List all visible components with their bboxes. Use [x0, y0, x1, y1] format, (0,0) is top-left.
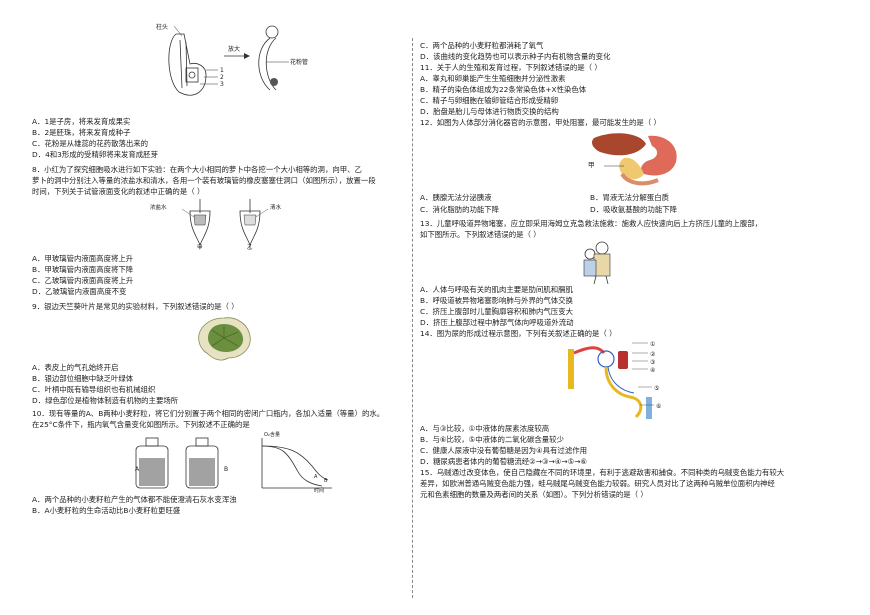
q7-option-d: D．4和3形成的受精卵将来发育成胚芽: [32, 150, 158, 159]
label-enlarge: 放大: [228, 46, 241, 53]
jar-b-label: B: [224, 466, 229, 473]
q10-stem-line1: 10．现有等量的A、B两种小麦籽粒，将它们分别置于两个相同的密闭广口瓶内，各加入…: [32, 409, 385, 418]
q9-option-c: C．叶柄中既有输导组织也有机械组织: [32, 385, 156, 394]
q11-option-a: A．睾丸和卵巢能产生生殖细胞并分泌性激素: [420, 74, 566, 83]
q15-stem-line3: 元和色素细胞的数量及两者间的关系（如图）。下列分析错误的是（ ）: [420, 490, 648, 499]
right-column: C．两个品种的小麦籽粒都消耗了氧气 D．该曲线的变化趋势也可以表示种子内有机物含…: [420, 40, 815, 500]
heimlich-illustration: [583, 241, 611, 284]
curve-a-label: A: [314, 474, 318, 480]
label-jia: 甲: [197, 245, 203, 251]
q12-option-a: A．胰腺无法分泌胰液: [420, 193, 492, 202]
nephron-figure: ① ② ③ ④ ⑤ ⑥: [420, 339, 815, 423]
q14-option-c: C．健康人尿液中没有葡萄糖是因为④具有过滤作用: [420, 446, 587, 455]
q7-option-a: A．1是子房，将来发育成果实: [32, 117, 131, 126]
label-3: 3: [220, 81, 224, 88]
radish-diagram: [181, 199, 269, 249]
jar-a-label: A: [135, 466, 140, 473]
q14-option-a: A．与③比较，①中液体的尿素浓度较高: [420, 424, 550, 433]
label-n5: ⑤: [654, 385, 660, 392]
q12-stem: 12．如图为人体部分消化器官的示意图，甲处阻塞，最可能发生的是（ ）: [420, 118, 661, 127]
graph-x-label: 时间: [314, 488, 325, 494]
q9-option-a: A．表皮上的气孔始终开启: [32, 363, 119, 372]
q12-option-d: D．吸收氨基酸的功能下降: [590, 205, 677, 214]
q11-option-b: B．精子的染色体组成为22条常染色体+X性染色体: [420, 85, 587, 94]
q14-option-d: D．糖尿病患者体内的葡萄糖流经②→③→④→⑤→⑥: [420, 457, 588, 466]
curve-b-label: B: [324, 478, 328, 484]
label-n6: ⑥: [656, 403, 662, 410]
q11-option-d: D．胎盘是胎儿与母体进行物质交换的结构: [420, 107, 559, 116]
label-n4: ④: [650, 367, 656, 374]
label-pollen-tube: 花粉管: [290, 59, 309, 66]
q10-option-c: C．两个品种的小麦籽粒都消耗了氧气: [420, 41, 544, 50]
q13-stem-line2: 如下图所示。下列叙述错误的是（ ）: [420, 230, 541, 239]
label-n1: ①: [650, 341, 656, 348]
q9-option-b: B．银边部位细胞中缺乏叶绿体: [32, 374, 134, 383]
heimlich-figure: [420, 240, 815, 284]
label-jia: 甲: [588, 161, 595, 169]
q11-option-c: C．精子与卵细胞在输卵管结合形成受精卵: [420, 96, 559, 105]
q13-option-d: D．挤压上腹部过程中肺部气体向呼吸道外流动: [420, 318, 574, 327]
label-salt-water: 浓盐水: [150, 205, 167, 211]
label-1: 1: [220, 67, 224, 74]
label-n2: ②: [650, 351, 656, 358]
q9-stem: 9．银边天竺葵叶片是常见的实验材料，下列叙述错误的是（ ）: [32, 302, 239, 311]
label-yi: 乙: [247, 245, 253, 251]
wheat-jar-figure: A B O₂含量 时间 A B: [32, 430, 427, 494]
radish-figure: 浓盐水 清水 甲 乙: [32, 197, 427, 253]
label-stigma: 柱头: [156, 24, 169, 31]
flower-figure: 柱头 放大 花粉管 1 2 3: [32, 24, 427, 116]
column-divider: [412, 38, 413, 598]
label-n3: ③: [650, 359, 656, 366]
left-column: 柱头 放大 花粉管 1 2 3 A．1是子房，将来发育成果实 B．2是胚珠，将来…: [32, 24, 427, 516]
q12-options-row2: C．消化脂肪的功能下降 D．吸收氨基酸的功能下降: [420, 204, 815, 215]
q7-option-c: C．花粉是从雄蕊的花药散落出来的: [32, 139, 149, 148]
digestive-figure: 甲: [420, 128, 815, 192]
q15-stem-line2: 差异，如欧洲普通乌贼变色能力强，蛙乌贼尾乌贼变色能力较弱。研究人员对比了这两种乌…: [420, 479, 775, 488]
q8-stem-line2: 萝卜的洞中分别注入等量的浓盐水和清水，各用一个装有玻璃管的橡皮塞塞住洞口（如图所…: [32, 176, 376, 185]
q10-option-d: D．该曲线的变化趋势也可以表示种子内有机物含量的变化: [420, 52, 611, 61]
q8-stem-line1: 8．小红为了探究细胞吸水进行如下实验：在两个大小相同的萝卜中各挖一个大小相等的洞…: [32, 165, 362, 174]
q10-option-a: A．两个品种的小麦籽粒产生的气体都不能使澄清石灰水变浑浊: [32, 495, 237, 504]
digestive-organs: [592, 133, 677, 186]
q14-stem: 14．图为尿的形成过程示意图，下列有关叙述正确的是（ ）: [420, 329, 617, 338]
q14-option-b: B．与⑥比较，⑤中液体的二氧化碳含量较少: [420, 435, 564, 444]
q8-option-d: D．乙玻璃管内液面高度不变: [32, 287, 127, 296]
q13-option-a: A．人体与呼吸有关的肌肉主要是肋间肌和膈肌: [420, 285, 573, 294]
q10-stem-line2: 在25°C条件下，瓶内氧气含量变化如图所示。下列叙述不正确的是: [32, 420, 250, 429]
q7-option-b: B．2是胚珠，将来发育成种子: [32, 128, 131, 137]
q15-stem-line1: 15．乌贼通过改变体色，使自己隐藏在不同的环境里，有利于逃避敌害和捕食。不同种类…: [420, 468, 785, 477]
leaf-figure: [32, 312, 427, 362]
graph-y-label: O₂含量: [264, 432, 280, 438]
q8-option-a: A．甲玻璃管内液面高度将上升: [32, 254, 134, 263]
q8-option-b: B．甲玻璃管内液面高度将下降: [32, 265, 134, 274]
jar-and-oxygen-graph: [135, 437, 332, 489]
flower-diagram: [168, 25, 289, 96]
label-fresh-water: 清水: [270, 205, 282, 211]
geranium-leaf: [198, 317, 251, 361]
q13-option-b: B．呼吸道被异物堵塞影响肺与外界的气体交换: [420, 296, 573, 305]
q8-stem-line3: 时间，下列关于试管液面变化的叙述中正确的是（ ）: [32, 187, 205, 196]
label-2: 2: [220, 74, 224, 81]
q13-option-c: C．挤压上腹部时儿童胸廓容积和肺内气压变大: [420, 307, 573, 316]
q11-stem: 11．关于人的生殖和发育过程，下列叙述错误的是（ ）: [420, 63, 602, 72]
q13-stem-line1: 13．儿童呼吸道异物堵塞，应立即采用海姆立克急救法施救：施救人应快速向后上方挤压…: [420, 219, 762, 228]
q12-options-row1: A．胰腺无法分泌胰液 B．胃液无法分解蛋白质: [420, 192, 815, 203]
q10-option-b: B．A小麦籽粒的生命活动比B小麦籽粒更旺盛: [32, 506, 181, 515]
nephron-diagram: [568, 342, 654, 419]
q12-option-b: B．胃液无法分解蛋白质: [590, 193, 669, 202]
q12-option-c: C．消化脂肪的功能下降: [420, 205, 500, 214]
q8-option-c: C．乙玻璃管内液面高度将上升: [32, 276, 134, 285]
q9-option-d: D．绿色部位是植物体制造有机物的主要场所: [32, 396, 179, 405]
